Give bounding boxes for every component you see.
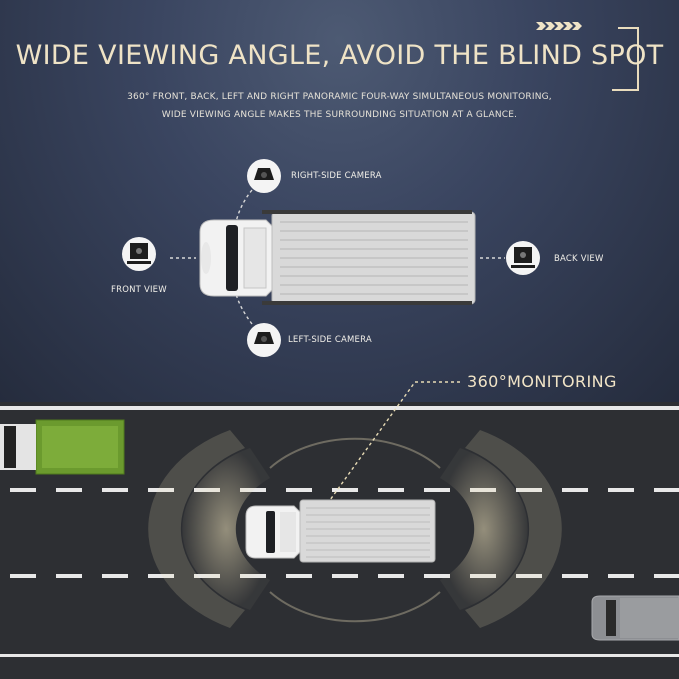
car-icon [591, 595, 679, 641]
road-lines [0, 406, 679, 657]
right-side-camera-label: RIGHT-SIDE CAMERA [291, 171, 382, 181]
monitoring-zones [148, 430, 562, 628]
backup-camera-icon [122, 237, 156, 271]
page-subtitle: 360° FRONT, BACK, LEFT AND RIGHT PANORAM… [0, 88, 679, 124]
monitoring-label: 360°MONITORING [467, 372, 617, 391]
chevron-arrows-icon [536, 22, 582, 30]
side-camera-icon [247, 323, 281, 357]
subtitle-line-2: WIDE VIEWING ANGLE MAKES THE SURROUNDING… [161, 110, 518, 120]
side-camera-icon [247, 159, 281, 193]
back-view-label: BACK VIEW [554, 254, 604, 264]
page-title: WIDE VIEWING ANGLE, AVOID THE BLIND SPOT [15, 40, 664, 71]
truck-icon [0, 419, 125, 475]
left-side-camera-label: LEFT-SIDE CAMERA [288, 335, 372, 345]
truck-icon [245, 499, 436, 563]
monitoring-callout-line [329, 381, 460, 501]
connector-lines [170, 189, 505, 325]
truck-icon [199, 210, 476, 305]
front-view-label: FRONT VIEW [111, 285, 167, 295]
backup-camera-icon [506, 241, 540, 275]
header-background [0, 0, 679, 402]
title-bracket [612, 27, 639, 91]
subtitle-line-1: 360° FRONT, BACK, LEFT AND RIGHT PANORAM… [127, 92, 552, 102]
